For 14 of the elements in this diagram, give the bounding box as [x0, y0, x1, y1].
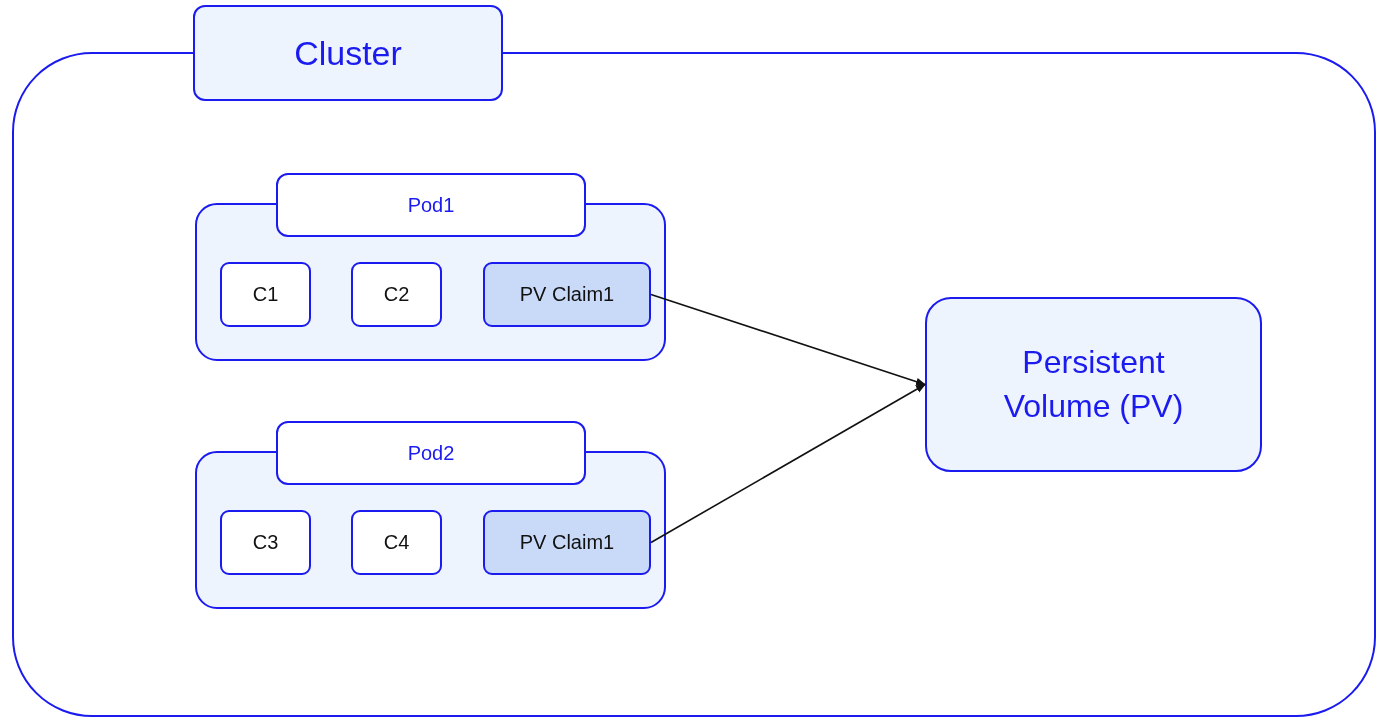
- cluster-title-tab: Cluster: [193, 5, 503, 101]
- container-box: C2: [351, 262, 442, 327]
- volume-claim-box: PV Claim1: [483, 510, 651, 575]
- container-box: C4: [351, 510, 442, 575]
- volume-claim-box: PV Claim1: [483, 262, 651, 327]
- pod-title-tab: Pod2: [276, 421, 586, 485]
- pod-container: [195, 173, 666, 361]
- container-box: C1: [220, 262, 311, 327]
- persistent-volume-box: Persistent Volume (PV): [925, 297, 1262, 472]
- pod-title-tab: Pod1: [276, 173, 586, 237]
- container-box: C3: [220, 510, 311, 575]
- arrow: [650, 383, 926, 544]
- pod-container: [195, 421, 666, 609]
- arrow: [650, 293, 926, 386]
